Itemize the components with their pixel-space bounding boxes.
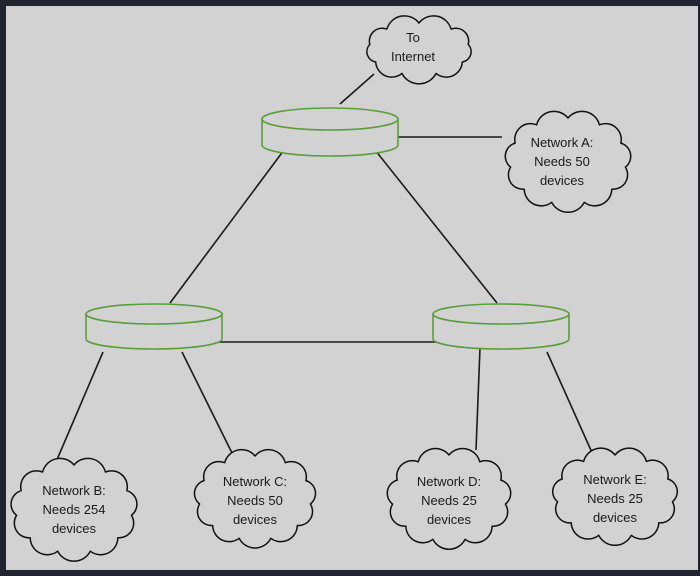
network-d-label-line-3: devices [426,512,472,527]
clouds [10,15,679,562]
network-b-cloud [10,457,138,562]
router-right [432,303,570,350]
network-a-label: Network A: Needs 50 devices [515,133,609,190]
network-b-label-line-3: devices [51,521,97,536]
link-left-router-to-network-c [181,351,235,458]
network-d-label: Network D: Needs 25 devices [402,472,496,529]
router-left [85,303,223,350]
network-diagram [10,15,679,562]
link-top-router-to-right-router [374,149,498,304]
link-right-router-to-network-d [475,347,481,451]
network-d-cloud [386,447,512,550]
network-c-label-line-3: devices [232,512,278,527]
network-a-label-line-3: devices [539,173,585,188]
network-a-cloud [504,110,632,214]
network-e-label: Network E: Needs 25 devices [568,470,662,527]
network-e-label-line-2: Needs 25 [587,491,643,506]
network-d-label-line-2: Needs 25 [421,493,477,508]
link-internet-to-top-router [339,73,375,105]
network-e-label-line-1: Network E: [583,472,647,487]
network-c-label-line-2: Needs 50 [227,493,283,508]
network-c-label: Network C: Needs 50 devices [208,472,302,529]
router-top [261,107,399,157]
network-c-label-line-1: Network C: [222,474,288,489]
internet-cloud [366,15,472,85]
network-e-label-line-3: devices [592,510,638,525]
link-top-router-to-left-router [169,149,285,304]
internet-label-line-2: Internet [390,49,436,64]
network-a-label-line-2: Needs 50 [534,154,590,169]
network-b-label-line-1: Network B: [42,483,106,498]
network-e-cloud [551,447,679,547]
internet-label-line-1: To [406,30,420,45]
network-b-label: Network B: Needs 254 devices [26,481,122,538]
internet-cloud-label: To Internet [378,28,448,66]
diagram-canvas: To Internet Network A: Needs 50 devices … [6,6,698,570]
network-c-cloud [193,448,317,549]
network-b-label-line-2: Needs 254 [42,502,106,517]
network-d-label-line-1: Network D: [416,474,482,489]
link-left-router-to-network-b [55,351,104,463]
links [55,73,595,463]
routers [85,107,570,350]
link-right-router-to-network-e [546,351,595,458]
network-a-label-line-1: Network A: [530,135,594,150]
